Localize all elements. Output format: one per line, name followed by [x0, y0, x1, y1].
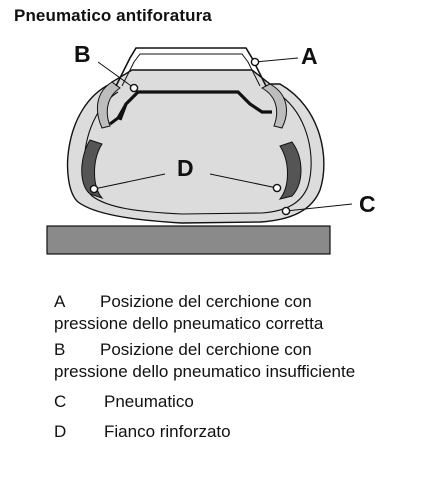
legend-item-c: C Pneumatico [54, 391, 420, 413]
callout-dot-d-right [272, 183, 282, 193]
rim-correct-inner [121, 53, 261, 87]
legend-item-d: D Fianco rinforzato [54, 421, 420, 443]
callout-dot-c [281, 206, 291, 216]
leader-line-c [285, 203, 353, 212]
legend-text: Posizione del cerchione con [100, 292, 312, 311]
leader-line-d-left [93, 173, 166, 190]
legend: A Posizione del cerchione con pressione d… [54, 291, 420, 443]
legend-letter: D [54, 422, 67, 441]
legend-text: Pneumatico [104, 392, 194, 411]
legend-letter: A [54, 292, 66, 311]
ground-surface [46, 225, 331, 255]
legend-text: Fianco rinforzato [104, 422, 231, 441]
callout-label-a: A [301, 43, 318, 69]
rim-low-pressure-left-flange [109, 103, 128, 126]
callout-dot-d-left [89, 184, 99, 194]
callout-label-d: D [177, 155, 194, 181]
left-reinforced-sidewall [81, 139, 104, 200]
diagram-title: Pneumatico antiforatura [14, 6, 212, 25]
legend-item-a: A Posizione del cerchione con pressione d… [54, 291, 420, 335]
tire-cross-section-diagram [46, 47, 353, 255]
legend-item-b: B Posizione del cerchione con pressione d… [54, 339, 420, 383]
callout-dot-a [250, 57, 260, 67]
legend-text-continued: pressione dello pneumatico insufficiente [54, 362, 356, 381]
legend-letter: B [54, 340, 66, 359]
legend-text-continued: pressione dello pneumatico corretta [54, 314, 324, 333]
callout-label-c: C [359, 191, 376, 217]
leader-line-d-right [209, 173, 278, 189]
callout-label-b: B [74, 41, 91, 67]
legend-letter: C [54, 392, 67, 411]
right-reinforced-sidewall [278, 141, 302, 200]
callout-dot-b [129, 83, 139, 93]
right-bead [260, 83, 287, 129]
leader-line-a [254, 57, 299, 63]
legend-text: Posizione del cerchione con [100, 340, 312, 359]
leader-line-b [97, 61, 135, 89]
left-bead [96, 81, 121, 129]
